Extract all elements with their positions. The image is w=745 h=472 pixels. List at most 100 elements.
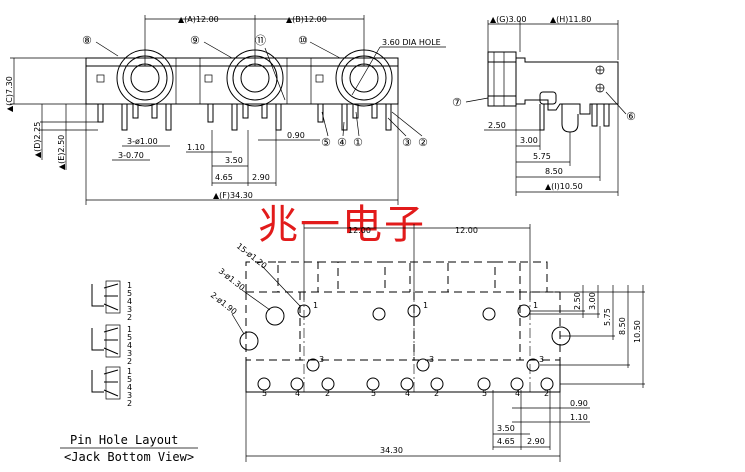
front-view: ▲(A)12.00 ▲(B)12.00 bbox=[5, 15, 446, 205]
bv-pin-1c: 1 bbox=[533, 301, 538, 310]
bv-dim-300: 3.00 bbox=[588, 292, 597, 310]
side-dim-250: 2.50 bbox=[488, 121, 506, 130]
side-nut bbox=[487, 51, 517, 107]
bv-bottom-pin-6: 5 bbox=[482, 389, 487, 398]
pin-dia-label: 3-ø1.00 bbox=[127, 137, 158, 146]
bv-dim-3430: 34.30 bbox=[380, 446, 403, 455]
dim-d-label: ▲(D)2.25 bbox=[33, 122, 42, 158]
schematic-jack-2: 1 5 4 3 2 bbox=[91, 324, 132, 366]
bv-bottom-pin-0: 5 bbox=[262, 389, 267, 398]
sch2-pin-3: 3 bbox=[127, 349, 132, 358]
caption-line2: <Jack Bottom View> bbox=[64, 450, 194, 464]
sch1-pin-3: 3 bbox=[127, 305, 132, 314]
front-dim-090: 0.90 bbox=[287, 131, 305, 140]
bv-pin-3c: 3 bbox=[539, 355, 544, 364]
jack-left bbox=[116, 49, 174, 107]
dim-g-label: ▲(G)3.00 bbox=[490, 15, 526, 24]
dim-h-label: ▲(H)11.80 bbox=[550, 15, 591, 24]
bv-pin-3a: 3 bbox=[319, 355, 324, 364]
mount-hole-left bbox=[265, 306, 285, 326]
sch2-pin-1: 1 bbox=[127, 325, 132, 334]
sch3-pin-4: 4 bbox=[127, 383, 132, 392]
caption-line1: Pin Hole Layout bbox=[70, 433, 178, 447]
callout-9: ⑨ bbox=[190, 34, 200, 47]
dim-e-label: ▲(E)2.50 bbox=[57, 135, 66, 170]
sch2-pin-2: 2 bbox=[127, 357, 132, 366]
outline-body bbox=[245, 292, 561, 361]
bv-dim-110: 1.10 bbox=[570, 413, 588, 422]
bv-dim-090: 0.90 bbox=[570, 399, 588, 408]
bv-bottom-pin-7: 4 bbox=[515, 389, 520, 398]
side-dim-850: 8.50 bbox=[545, 167, 563, 176]
side-view: ▲(G)3.00 ▲(H)11.80 ⑦ ⑥ 2.50 3.00 5.75 8.… bbox=[452, 15, 636, 196]
mount-hole-left-lower bbox=[239, 331, 259, 351]
sch1-pin-5: 5 bbox=[127, 289, 132, 298]
callout-10: ⑩ bbox=[298, 34, 308, 47]
dim-b-label: ▲(B)12.00 bbox=[286, 15, 327, 24]
bv-dim-850: 8.50 bbox=[618, 317, 627, 335]
hole-note: 3.60 DIA HOLE bbox=[382, 38, 441, 47]
dim-c-label: ▲(C)7.30 bbox=[5, 76, 14, 112]
schematic-jack-3: 1 5 4 3 2 bbox=[91, 366, 132, 408]
schematic-jack-1: 1 5 4 3 2 bbox=[91, 280, 132, 322]
callout-1: ① bbox=[353, 136, 363, 149]
side-body bbox=[516, 57, 619, 115]
bv-dim-1050: 10.50 bbox=[633, 320, 642, 343]
front-dim-110: 1.10 bbox=[187, 143, 205, 152]
callout-4: ④ bbox=[337, 136, 347, 149]
hole-row-pin1 bbox=[297, 304, 531, 321]
callout-8: ⑧ bbox=[82, 34, 92, 47]
bv-dim-575: 5.75 bbox=[603, 308, 612, 326]
bv-dim-290: 2.90 bbox=[527, 437, 545, 446]
bv-bottom-pin-2: 2 bbox=[325, 389, 330, 398]
outline-top bbox=[245, 261, 560, 293]
sch3-pin-1: 1 bbox=[127, 367, 132, 376]
callout-11: ⑪ bbox=[255, 34, 266, 47]
bv-dim-top-right: 12.00 bbox=[455, 226, 478, 235]
sch3-pin-3: 3 bbox=[127, 391, 132, 400]
hole-2-label: 2-ø1.90 bbox=[209, 290, 239, 316]
bv-bottom-pin-5: 2 bbox=[434, 389, 439, 398]
bv-dim-465: 4.65 bbox=[497, 437, 515, 446]
bv-bottom-pin-1: 4 bbox=[295, 389, 300, 398]
dim-a-label: ▲(A)12.00 bbox=[178, 15, 219, 24]
front-dim-350: 3.50 bbox=[225, 156, 243, 165]
sch1-pin-4: 4 bbox=[127, 297, 132, 306]
sch1-pin-2: 2 bbox=[127, 313, 132, 322]
bv-bottom-pin-3: 5 bbox=[371, 389, 376, 398]
callout-7: ⑦ bbox=[452, 96, 462, 109]
callout-2: ② bbox=[418, 136, 428, 149]
bv-bottom-pin-4: 4 bbox=[405, 389, 410, 398]
bv-pin-1b: 1 bbox=[423, 301, 428, 310]
sch1-pin-1: 1 bbox=[127, 281, 132, 290]
bv-bottom-pin-8: 2 bbox=[544, 389, 549, 398]
hole-row-pin3 bbox=[306, 358, 540, 372]
schematic-symbols: 1 5 4 3 2 1 5 4 3 2 1 5 4 3 2 bbox=[91, 280, 132, 408]
bv-pin-3b: 3 bbox=[429, 355, 434, 364]
callout-5: ⑤ bbox=[321, 136, 331, 149]
bv-pin-1a: 1 bbox=[313, 301, 318, 310]
front-housing bbox=[85, 57, 399, 105]
bottom-view: 12.00 12.00 1 1 1 bbox=[209, 224, 645, 462]
callout-6: ⑥ bbox=[626, 110, 636, 123]
outline-base bbox=[245, 360, 561, 393]
sch3-pin-2: 2 bbox=[127, 399, 132, 408]
watermark: 兆一电子 bbox=[258, 202, 426, 248]
front-dim-290: 2.90 bbox=[252, 173, 270, 182]
sch3-pin-5: 5 bbox=[127, 375, 132, 384]
jack-middle bbox=[226, 49, 284, 107]
bv-dim-350: 3.50 bbox=[497, 424, 515, 433]
hole-3-label: 3-ø1.30 bbox=[217, 266, 247, 292]
front-pins bbox=[97, 104, 392, 131]
pin-width-label: 3-0.70 bbox=[118, 151, 144, 160]
hole-row-bottom bbox=[257, 377, 554, 391]
jack-right bbox=[335, 49, 393, 107]
sch2-pin-5: 5 bbox=[127, 333, 132, 342]
bv-dim-top-left: 12.00 bbox=[348, 226, 371, 235]
callout-3: ③ bbox=[402, 136, 412, 149]
side-dim-575: 5.75 bbox=[533, 152, 551, 161]
front-dim-465: 4.65 bbox=[215, 173, 233, 182]
bv-dim-250: 2.50 bbox=[573, 292, 582, 310]
dim-f-label: ▲(F)34.30 bbox=[213, 191, 253, 200]
